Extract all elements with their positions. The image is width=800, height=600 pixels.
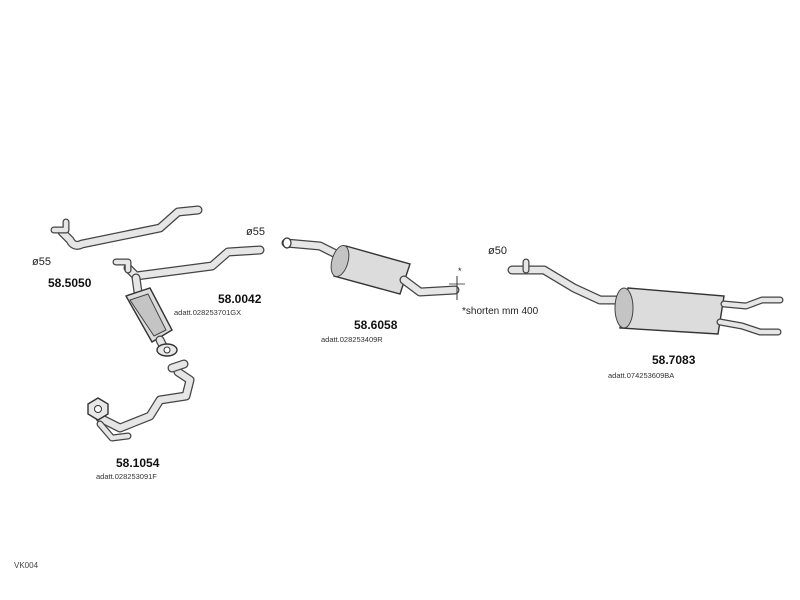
part-number-58-6058: 58.6058 — [354, 318, 398, 332]
part-number-58-1054: 58.1054 — [116, 456, 160, 470]
front-pipe-58-1054[interactable] — [87, 359, 195, 442]
diagram-code: VK004 — [14, 561, 39, 570]
oe-number-58-1054: adatt.028253091F — [96, 472, 157, 481]
diameter-label-58-5050: ø55 — [32, 256, 51, 268]
pipe-58-5050[interactable] — [50, 205, 203, 250]
middle-silencer-58-6058[interactable] — [281, 237, 465, 300]
part-number-58-0042: 58.0042 — [218, 292, 262, 306]
part-number-58-5050: 58.5050 — [48, 276, 92, 290]
oe-number-58-7083: adatt.074253609BA — [608, 371, 675, 380]
shorten-note: *shorten mm 400 — [462, 306, 539, 317]
oe-number-58-6058: adatt.028253409R — [321, 335, 383, 344]
diameter-label-58-0042: ø55 — [246, 226, 265, 238]
cut-mark: * — [458, 266, 462, 276]
catalytic-converter-58-0042[interactable] — [112, 245, 265, 357]
oe-number-58-0042: adatt.028253701GX — [174, 308, 242, 317]
rear-silencer-58-7083[interactable] — [507, 258, 784, 336]
part-number-58-7083: 58.7083 — [652, 353, 696, 367]
diameter-label-58-7083: ø50 — [488, 245, 507, 257]
